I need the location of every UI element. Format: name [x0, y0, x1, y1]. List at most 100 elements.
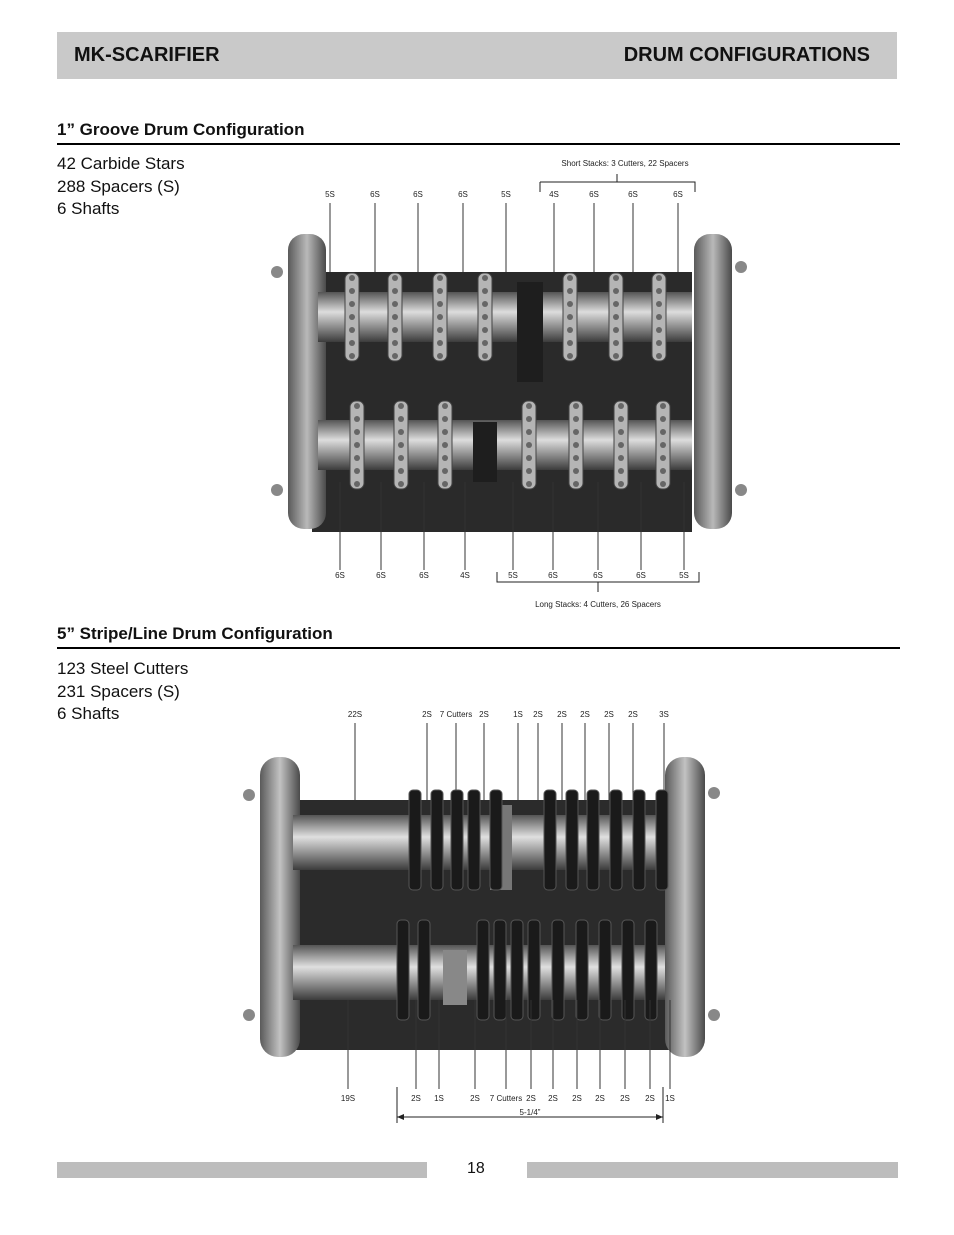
- callout-label: 22S: [348, 710, 362, 719]
- carbide-tip: [442, 468, 448, 474]
- steel-cutter: [476, 919, 490, 1021]
- carbide-tip: [354, 403, 360, 409]
- carbide-tip: [442, 429, 448, 435]
- callout-label: 6S: [370, 190, 380, 199]
- carbide-tip: [526, 481, 532, 487]
- callout-label: 6S: [628, 190, 638, 199]
- carbide-tip: [482, 327, 488, 333]
- steel-cutter: [609, 789, 623, 891]
- carbide-tip: [526, 403, 532, 409]
- dimension-label: 5-1/4”: [520, 1108, 541, 1117]
- carbide-tip: [660, 416, 666, 422]
- steel-cutter: [575, 919, 589, 1021]
- spec-item: 231 Spacers (S): [57, 681, 180, 701]
- callout-label: 1S: [434, 1094, 444, 1103]
- carbide-tip: [349, 314, 355, 320]
- carbide-tip: [660, 403, 666, 409]
- callout-label: 6S: [673, 190, 683, 199]
- carbide-tip: [618, 429, 624, 435]
- carbide-tip: [442, 442, 448, 448]
- carbide-tip: [613, 275, 619, 281]
- carbide-tip: [398, 455, 404, 461]
- carbide-tip: [656, 314, 662, 320]
- spec-item: 123 Steel Cutters: [57, 659, 189, 678]
- callout-label: 2S: [548, 1094, 558, 1103]
- carbide-tip: [656, 340, 662, 346]
- carbide-tip: [442, 481, 448, 487]
- bolt-icon: [735, 484, 747, 496]
- callout-label: 6S: [593, 571, 603, 580]
- carbide-tip: [613, 327, 619, 333]
- callout-label: 5S: [501, 190, 511, 199]
- carbide-tip: [656, 301, 662, 307]
- page-header: MK-SCARIFIER DRUM CONFIGURATIONS: [57, 32, 897, 79]
- spec-item: 42 Carbide Stars: [57, 154, 185, 173]
- carbide-tip: [482, 340, 488, 346]
- carbide-tip: [392, 353, 398, 359]
- carbide-tip: [354, 468, 360, 474]
- carbide-tip: [349, 288, 355, 294]
- carbide-tip: [567, 353, 573, 359]
- carbide-tip: [656, 353, 662, 359]
- section2-rule: [57, 647, 900, 649]
- carbide-tip: [618, 416, 624, 422]
- carbide-tip: [656, 327, 662, 333]
- callout-label: 6S: [419, 571, 429, 580]
- steel-cutter: [493, 919, 507, 1021]
- carbide-tip: [567, 288, 573, 294]
- callout-label: 3S: [659, 710, 669, 719]
- carbide-tip: [573, 468, 579, 474]
- carbide-tip: [567, 314, 573, 320]
- carbide-tip: [442, 403, 448, 409]
- carbide-tip: [392, 288, 398, 294]
- carbide-tip: [526, 416, 532, 422]
- carbide-stars: [344, 272, 671, 490]
- carbide-tip: [482, 301, 488, 307]
- carbide-tip: [573, 429, 579, 435]
- carbide-tip: [656, 288, 662, 294]
- carbide-tip: [398, 416, 404, 422]
- carbide-tip: [660, 481, 666, 487]
- right-flange: [694, 234, 732, 529]
- steel-cutter: [510, 919, 524, 1021]
- callout-label: 2S: [526, 1094, 536, 1103]
- lower-shaft: [318, 420, 692, 470]
- carbide-tip: [656, 275, 662, 281]
- carbide-tip: [392, 340, 398, 346]
- carbide-tip: [482, 275, 488, 281]
- carbide-tip: [618, 455, 624, 461]
- header-left-title: MK-SCARIFIER: [74, 44, 220, 66]
- carbide-tip: [442, 416, 448, 422]
- carbide-tip: [437, 275, 443, 281]
- carbide-tip: [398, 468, 404, 474]
- carbide-tip: [392, 314, 398, 320]
- top-callout: Short Stacks: 3 Cutters, 22 Spacers: [561, 159, 688, 168]
- steel-cutter: [655, 789, 669, 891]
- steel-cutter: [489, 789, 503, 891]
- steel-cutter: [632, 789, 646, 891]
- carbide-tip: [618, 468, 624, 474]
- section1-rule: [57, 143, 900, 145]
- callout-label: 6S: [636, 571, 646, 580]
- steel-cutter: [565, 789, 579, 891]
- carbide-tip: [398, 403, 404, 409]
- callout-label: 2S: [620, 1094, 630, 1103]
- carbide-tip: [354, 442, 360, 448]
- carbide-tip: [437, 314, 443, 320]
- callout-label: 2S: [470, 1094, 480, 1103]
- spec-item: 288 Spacers (S): [57, 176, 180, 196]
- carbide-tip: [437, 327, 443, 333]
- carbide-tip: [618, 481, 624, 487]
- callout-label: 2S: [479, 710, 489, 719]
- callout-label: 2S: [411, 1094, 421, 1103]
- callout-label: 6S: [548, 571, 558, 580]
- carbide-tip: [392, 301, 398, 307]
- steel-cutter: [467, 789, 481, 891]
- bolt-icon: [243, 1009, 255, 1021]
- carbide-tip: [354, 429, 360, 435]
- callout-label: 7 Cutters: [440, 710, 472, 719]
- callout-label: 4S: [549, 190, 559, 199]
